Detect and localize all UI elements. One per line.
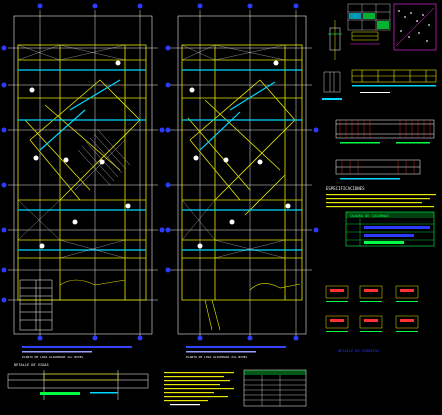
floor-plan-left [1,3,165,353]
notes-block: ESPECIFICACIONES [326,186,436,208]
bottom-table [243,369,307,407]
column-table: CUADRO DE COLUMNAS [345,211,435,247]
details-panel: ESPECIFICACIONES CUADRO DE COLUMNAS [322,3,437,353]
plan-right-caption: PLANTA DE LOSA ALIGERADA 2do NIVEL [186,355,248,359]
plan-left-caption: PLANTA DE LOSA ALIGERADA 1er NIVEL [22,355,84,359]
joist-sections: DETALLE DE VIGUETAS [325,285,419,353]
table-title: CUADRO DE COLUMNAS [350,214,389,218]
sections-title: DETALLE DE VIGUETAS [338,349,379,353]
floor-plan-right [165,3,319,353]
detail-title: DETALLE DE VIGAS [14,363,49,367]
notes-title: ESPECIFICACIONES [326,186,365,191]
bottom-beam-detail: DETALLE DE VIGAS [7,363,149,400]
bottom-notes [164,372,234,406]
